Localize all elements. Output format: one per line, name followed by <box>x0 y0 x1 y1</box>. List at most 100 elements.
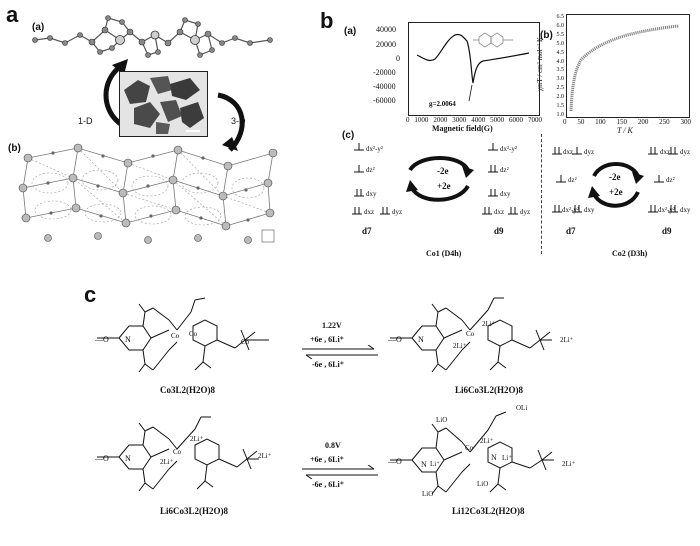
co2-right-orb-4: dxy <box>680 206 691 214</box>
row1-right-atom-li-a: 2Li⁺ <box>482 320 496 328</box>
co2-left-config: d7 <box>566 226 576 236</box>
row2-right-lio-mid: LiO <box>477 480 489 488</box>
co1-left-orb-1: dz² <box>366 166 375 174</box>
row1-right-atom-li-b: 2Li⁺ <box>453 342 467 350</box>
panel-a-sub-a: (a) <box>32 22 45 33</box>
sem-micrograph <box>119 71 208 137</box>
row1-left-atom-co: Co <box>189 330 198 338</box>
molecule-co3l2: —O N Co Co <box>95 297 269 373</box>
svg-text:N: N <box>125 454 131 463</box>
mag-xtick-4: 200 <box>637 118 649 126</box>
mag-ytick-1: 6.0 <box>556 22 565 29</box>
row2-right-atom-li2-b: 2Li⁺ <box>562 460 576 468</box>
co2-left-orb-1: dyz <box>584 148 595 156</box>
panel-b-sub-b: (b) <box>540 30 553 41</box>
co1-left-orb-3: dxz <box>364 208 375 216</box>
panel-c-label: c <box>84 282 97 307</box>
mag-xtick-3: 150 <box>616 118 627 126</box>
co2-right-orb-0: dxz <box>660 148 671 156</box>
row2-forward: +6e , 6Li⁺ <box>310 455 344 464</box>
epr-xtick-7: 7000 <box>527 116 542 124</box>
molecule-li12co3l2: —O <box>388 411 554 495</box>
mag-ytick-6: 3.5 <box>556 67 565 74</box>
row2-left-atom-li-a: 2Li⁺ <box>190 435 204 443</box>
row2-right-atom-li-b: Li⁺ <box>430 460 440 468</box>
co1-right-orb-1: dz² <box>500 166 509 174</box>
row2-right-atom-co: Co <box>465 444 474 452</box>
co1-right-orb-4: dyz <box>520 208 531 216</box>
row1-right-name: Li6Co3L2(H2O)8 <box>455 385 524 395</box>
panel-b-label: b <box>320 8 334 33</box>
epr-xtick-3: 3000 <box>452 116 467 124</box>
co2-right-config: d9 <box>662 226 672 236</box>
epr-xtick-6: 6000 <box>509 116 524 124</box>
epr-xtick-4: 4000 <box>471 116 486 124</box>
magnetic-xticks: 0 50 100 150 200 250 300 <box>563 118 691 126</box>
svg-text:—O: —O <box>388 335 402 344</box>
row2-right-atom-n-b: N <box>421 460 427 469</box>
co2-minus-label: -2e <box>609 172 621 182</box>
row2-left-atom-li-c: 2Li⁺ <box>258 452 272 460</box>
three-d-framework-structure <box>18 143 278 244</box>
mag-xtick-6: 300 <box>680 118 691 126</box>
co1-left-orb-4: dyz <box>392 208 403 216</box>
row2-right-lio-top: LiO <box>436 416 448 424</box>
magnetic-yticks: 6.5 6.0 5.5 5.0 4.5 4.0 3.5 3.0 2.5 2.0 … <box>546 14 565 118</box>
row2-right-lio-bottom: LiO <box>422 490 434 498</box>
epr-ytick-3: -20000 <box>373 68 396 77</box>
co2-orbital-diagram <box>552 147 678 213</box>
co1-left-orb-0: dx²-y² <box>366 145 384 153</box>
co1-orbital-diagram <box>352 143 518 215</box>
co2-caption: Co2 (D3h) <box>612 249 648 258</box>
row2-right-name: Li12Co3L2(H2O)8 <box>452 506 525 516</box>
epr-spectrum-plot <box>408 22 540 116</box>
arrow-label-1d: 1-D <box>78 116 93 126</box>
co2-left-orb-0: dxz <box>563 148 574 156</box>
co2-left-orb-4: dxy <box>584 206 595 214</box>
co2-plus-label: +2e <box>609 187 623 197</box>
mag-xtick-2: 100 <box>595 118 606 126</box>
row2-right-atom-li2-a: 2Li⁺ <box>480 437 494 445</box>
one-d-chain-structure <box>32 15 273 58</box>
co2-right-orb-2: dz² <box>666 176 675 184</box>
mag-ytick-2: 5.5 <box>556 31 565 38</box>
arrow-label-3d: 3-D <box>231 116 246 126</box>
panel-a-label: a <box>6 2 19 27</box>
co1-caption: Co1 (D4h) <box>426 249 462 258</box>
co1-left-orb-2: dxy <box>366 190 377 198</box>
magnetic-plot <box>566 14 690 118</box>
row2-left-atom-li-b: 2Li⁺ <box>160 458 174 466</box>
row2-left-name: Li6Co3L2(H2O)8 <box>160 506 229 516</box>
epr-g-value: g=2.0064 <box>429 100 456 108</box>
row1-equilibrium-arrows <box>302 345 378 359</box>
svg-text:—O: —O <box>388 457 402 466</box>
magnetic-ylabel: χmT / cm³ mol⁻¹ K <box>536 36 544 92</box>
mag-ytick-11: 1.0 <box>556 111 565 118</box>
panel-a-sub-b: (b) <box>8 143 21 154</box>
epr-xtick-2: 2000 <box>433 116 448 124</box>
co1-left-config: d7 <box>362 226 372 236</box>
mag-ytick-8: 2.5 <box>556 85 565 92</box>
co2-left-orb-2: dz² <box>568 176 577 184</box>
row2-potential: 0.8V <box>325 441 341 450</box>
row2-right-atom-n-a: N <box>491 453 497 462</box>
svg-text:—O: —O <box>95 454 109 463</box>
svg-text:Co: Co <box>171 332 180 340</box>
svg-text:N: N <box>418 335 424 344</box>
mag-ytick-5: 4.0 <box>556 58 565 65</box>
epr-xtick-1: 1000 <box>414 116 429 124</box>
epr-ytick-1: 20000 <box>376 40 396 49</box>
row2-left-atom-co: Co <box>173 448 182 456</box>
co2-left-orb-3: dx²-y² <box>562 206 580 214</box>
row2-equilibrium-arrows <box>302 465 378 479</box>
panel-b-divider <box>541 134 542 254</box>
row1-forward: +6e , 6Li⁺ <box>310 335 344 344</box>
row1-right-atom-li-c: 2Li⁺ <box>560 336 574 344</box>
mag-ytick-3: 5.0 <box>556 40 565 47</box>
row2-right-atom-li-a: Li⁺ <box>502 454 512 462</box>
panel-b-sub-a: (a) <box>344 26 357 37</box>
magnetic-curve <box>569 24 680 112</box>
mag-ytick-9: 2.0 <box>556 94 565 101</box>
epr-ytick-4: -40000 <box>373 82 396 91</box>
co2-right-orb-1: dyz <box>680 148 691 156</box>
